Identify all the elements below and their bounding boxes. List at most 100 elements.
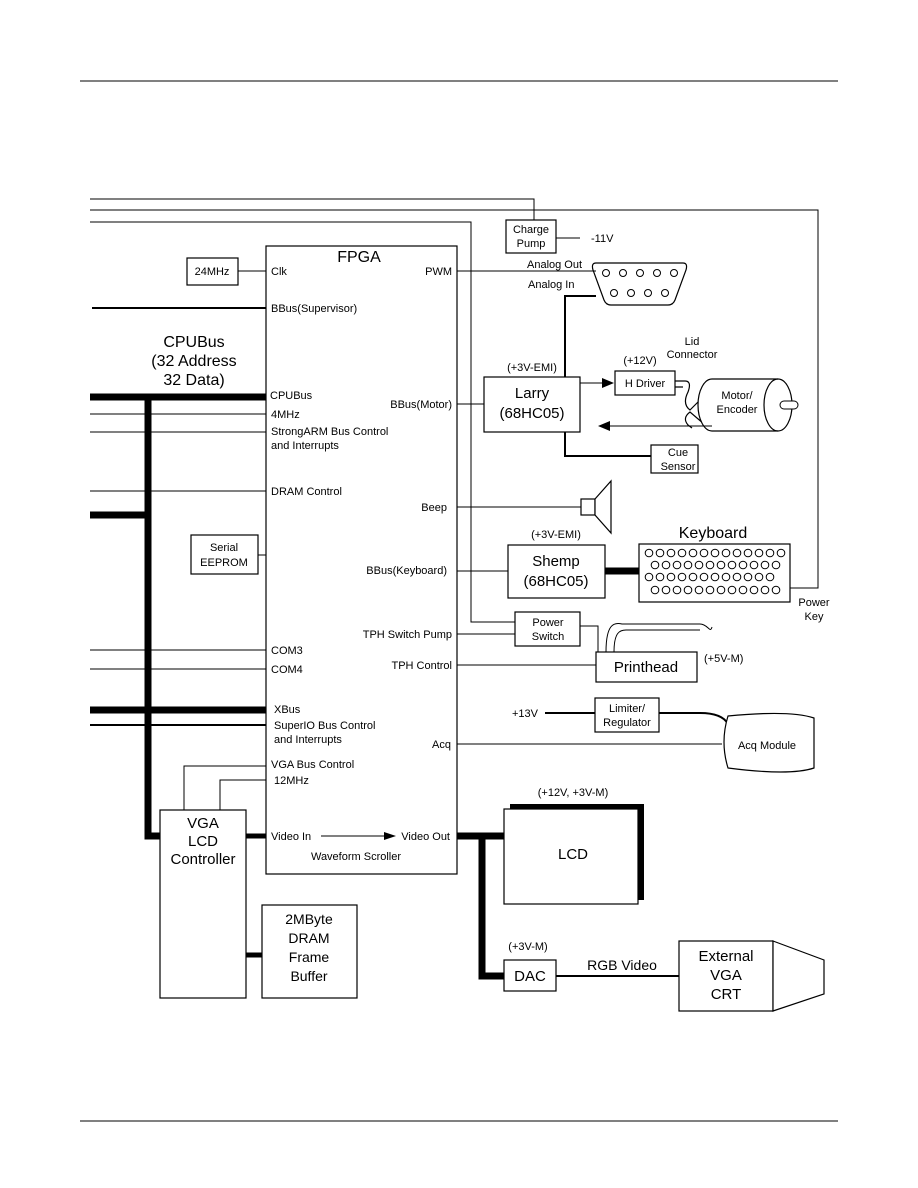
cpubus-data-label: 32 Data) [163, 372, 224, 389]
lid-connector-wires [675, 380, 705, 411]
power-key-line2: Key [805, 611, 824, 623]
lcd-block [503, 808, 639, 905]
lcd-power: (+12V, +3V-M) [538, 787, 609, 799]
keyboard-title: Keyboard [679, 525, 748, 542]
cue-sensor-line1: Cue [668, 447, 688, 459]
cpubus-vertical [144, 397, 160, 840]
port-com3: COM3 [271, 645, 303, 657]
printhead-paper-back [613, 629, 700, 653]
printhead-block [595, 651, 698, 683]
charge-pump-block [505, 219, 557, 254]
vga-controller-block [159, 809, 247, 999]
crt-block [678, 940, 774, 1012]
cue-sensor-block [650, 444, 699, 474]
motor-shaft [779, 400, 799, 410]
oscillator-block [186, 257, 239, 286]
port-12mhz: 12MHz [274, 775, 309, 787]
port-cpubus: CPUBus [270, 390, 313, 402]
rgb-video-label: RGB Video [587, 957, 657, 973]
port-superio-bus: SuperIO Bus Control [274, 720, 376, 732]
supply-line-power-switch [90, 221, 515, 623]
dac-name: DAC [514, 968, 546, 985]
supply-line-charge-pump [90, 198, 535, 220]
limiter-to-acq [659, 712, 729, 725]
vga-bus-control-line [183, 765, 266, 810]
video-to-dac-bus [478, 836, 504, 980]
charge-pump-line1: Charge [513, 224, 549, 236]
port-video-out: Video Out [401, 831, 450, 843]
power-switch-line2: Switch [532, 631, 564, 643]
eeprom-label-line2: EEPROM [200, 557, 248, 569]
limiter-line2: Regulator [603, 717, 651, 729]
port-beep: Beep [421, 502, 447, 514]
dram-line3: Frame [289, 949, 330, 965]
printhead-name: Printhead [614, 659, 678, 676]
cpubus-address-label: (32 Address [151, 353, 236, 370]
connector-pins [602, 269, 678, 297]
analog-in-line [564, 295, 596, 377]
vga-controller-line2: LCD [188, 833, 218, 850]
port-strongarm-interrupts: and Interrupts [271, 440, 339, 452]
vga-controller-line3: Controller [170, 851, 235, 868]
crt-screen [772, 940, 825, 1012]
crt-line1: External [698, 948, 753, 965]
printhead-paper [605, 622, 713, 653]
port-video-in: Video In [271, 831, 311, 843]
acq-module-label: Acq Module [738, 740, 796, 752]
hdriver-block [614, 370, 676, 396]
larry-block [483, 376, 581, 433]
motor-label-line1: Motor/ [721, 390, 753, 402]
vga-controller-line1: VGA [187, 815, 219, 832]
hdriver-name: H Driver [625, 378, 666, 390]
limiter-block [594, 697, 660, 733]
cue-sensor-line [564, 432, 651, 457]
motor-front [763, 378, 779, 432]
limiter-line1: Limiter/ [609, 703, 646, 715]
larry-chip: (68HC05) [499, 405, 564, 422]
shemp-name: Shemp [532, 553, 580, 570]
dram-line1: 2MByte [285, 911, 333, 927]
lid-connector-line1: Lid [685, 336, 700, 348]
port-com4: COM4 [271, 664, 303, 676]
port-4mhz: 4MHz [271, 409, 300, 421]
shemp-power: (+3V-EMI) [531, 529, 581, 541]
port-xbus: XBus [274, 704, 301, 716]
shemp-chip: (68HC05) [523, 573, 588, 590]
lid-connector-line2: Connector [667, 349, 718, 361]
port-bbus-supervisor: BBus(Supervisor) [271, 303, 357, 315]
analog-in-label: Analog In [528, 279, 574, 291]
speaker-icon [594, 479, 612, 535]
motor-label-line2: Encoder [717, 404, 758, 416]
dac-block [503, 959, 557, 992]
fpga-block [265, 245, 458, 875]
plus13v-label: +13V [512, 708, 539, 720]
waveform-scroller-label: Waveform Scroller [311, 851, 401, 863]
port-strongarm-bus: StrongARM Bus Control [271, 426, 388, 438]
encoder-return-arrowhead [598, 421, 610, 431]
printhead-power: (+5V-M) [704, 653, 743, 665]
port-tph-switch-pump: TPH Switch Pump [363, 629, 452, 641]
acq-module-block [723, 712, 815, 773]
port-clk: Clk [271, 266, 287, 278]
keyboard-keys [644, 548, 786, 595]
crt-line2: VGA [710, 967, 742, 984]
cpubus-label: CPUBus [163, 334, 224, 351]
lid-connector-wires-return [684, 411, 705, 429]
cue-sensor-line2: Sensor [661, 461, 696, 473]
hdriver-power: (+12V) [623, 355, 656, 367]
power-key-line1: Power [798, 597, 830, 609]
port-acq: Acq [432, 739, 451, 751]
port-bbus-keyboard: BBus(Keyboard) [366, 565, 447, 577]
crt-line3: CRT [711, 986, 742, 1003]
supply-line-power-key [90, 209, 819, 589]
analog-out-label: Analog Out [527, 259, 582, 271]
larry-to-hdriver-arrowhead [602, 378, 614, 388]
dram-block [261, 904, 358, 999]
oscillator-label: 24MHz [195, 266, 230, 278]
port-tph-control: TPH Control [391, 660, 452, 672]
neg-voltage-label: -11V [591, 233, 614, 245]
power-switch-to-printhead [580, 625, 599, 652]
dram-line4: Buffer [290, 968, 327, 984]
speaker-magnet [580, 498, 596, 516]
